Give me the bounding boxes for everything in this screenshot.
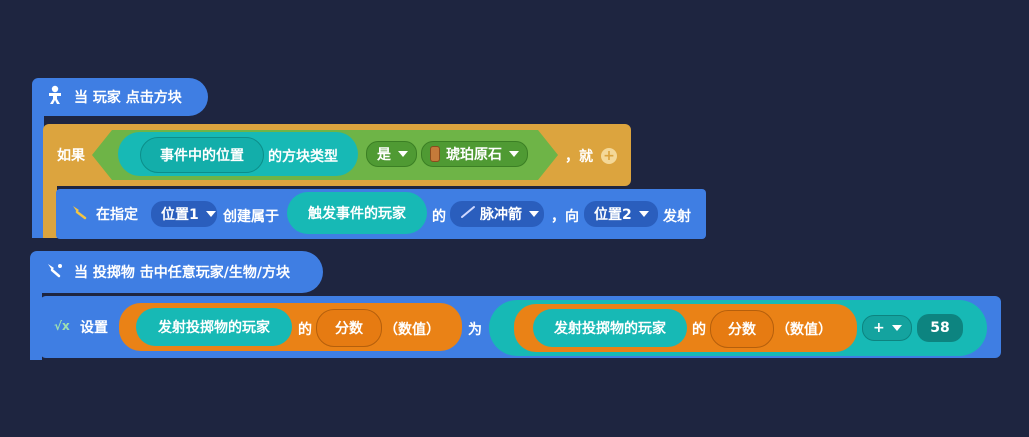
left-attr-pill[interactable]: 分数 xyxy=(316,309,382,347)
event-position-pill[interactable]: 事件中的位置 xyxy=(140,137,264,173)
compare-op-dropdown[interactable]: 是 xyxy=(366,141,417,167)
event1-spine xyxy=(32,112,44,238)
block-value-label: 琥珀原石 xyxy=(446,147,502,163)
right-shooter-label: 发射投掷物的玩家 xyxy=(554,321,666,337)
of-label: 的 xyxy=(432,209,446,225)
left-shooter-pill[interactable]: 发射投掷物的玩家 xyxy=(136,308,292,346)
position2-dropdown[interactable]: 位置2 xyxy=(584,201,658,227)
set-variable-icon: √x xyxy=(54,318,72,336)
right-attr-pill[interactable]: 分数 xyxy=(710,310,774,348)
chevron-down-icon xyxy=(509,151,519,157)
left-attr-label: 分数 xyxy=(335,321,363,337)
block-value-dropdown[interactable]: 琥珀原石 xyxy=(421,141,528,167)
event-position-label: 事件中的位置 xyxy=(160,148,244,164)
left-shooter-label: 发射投掷物的玩家 xyxy=(158,320,270,336)
block-type-label: 的方块类型 xyxy=(268,149,338,165)
position1-dropdown[interactable]: 位置1 xyxy=(151,201,217,227)
arithmetic-op-dropdown[interactable]: + xyxy=(862,315,912,341)
event2-hat-block[interactable]: 当 投掷物 击中任意玩家/生物/方块 xyxy=(30,251,323,293)
projectile-value: 脉冲箭 xyxy=(480,207,522,223)
projectile-dropdown[interactable]: 脉冲箭 xyxy=(450,201,544,227)
create-label: 创建属于 xyxy=(223,209,279,225)
add-icon[interactable]: + xyxy=(601,148,617,164)
compare-op-value: 是 xyxy=(377,147,391,163)
event1-title: 当 玩家 点击方块 xyxy=(74,90,182,106)
arithmetic-op-value: + xyxy=(873,320,885,336)
left-of-label: 的 xyxy=(298,322,312,338)
right-shooter-pill[interactable]: 发射投掷物的玩家 xyxy=(533,309,687,347)
projectile-icon xyxy=(70,203,88,225)
as-label: 为 xyxy=(468,322,482,338)
right-of-label: 的 xyxy=(692,322,706,338)
chevron-down-icon xyxy=(891,325,902,331)
if-label: 如果 xyxy=(57,148,85,164)
svg-text:√x: √x xyxy=(54,319,70,332)
trigger-player-label: 触发事件的玩家 xyxy=(308,206,406,222)
chevron-down-icon xyxy=(638,211,649,217)
right-type-label: （数值） xyxy=(776,322,832,338)
chevron-down-icon xyxy=(529,211,539,217)
number-value: 58 xyxy=(930,320,950,336)
player-click-icon xyxy=(46,85,64,109)
number-input[interactable]: 58 xyxy=(917,314,963,342)
action-prefix: 在指定 xyxy=(96,207,138,223)
trigger-player-pill[interactable]: 触发事件的玩家 xyxy=(287,192,427,234)
projectile-hit-icon xyxy=(44,261,64,283)
fire-label: 发射 xyxy=(663,209,691,225)
position2-value: 位置2 xyxy=(594,207,632,223)
then-label: ，就 xyxy=(565,149,593,165)
position1-value: 位置1 xyxy=(161,207,199,223)
chevron-down-icon xyxy=(205,211,216,217)
then-clause: ，就 + xyxy=(565,146,617,166)
arrow-icon xyxy=(460,205,476,223)
right-attr-label: 分数 xyxy=(728,322,756,338)
if-block-arm xyxy=(43,180,57,238)
event1-hat-block[interactable]: 当 玩家 点击方块 xyxy=(32,78,208,116)
toward-label: ，向 xyxy=(551,209,579,225)
event2-spine xyxy=(30,290,42,360)
chevron-down-icon xyxy=(398,151,408,157)
event2-title: 当 投掷物 击中任意玩家/生物/方块 xyxy=(74,265,290,281)
set-label: 设置 xyxy=(80,320,108,336)
amber-ore-icon xyxy=(430,146,440,162)
left-type-label: （数值） xyxy=(384,322,440,338)
